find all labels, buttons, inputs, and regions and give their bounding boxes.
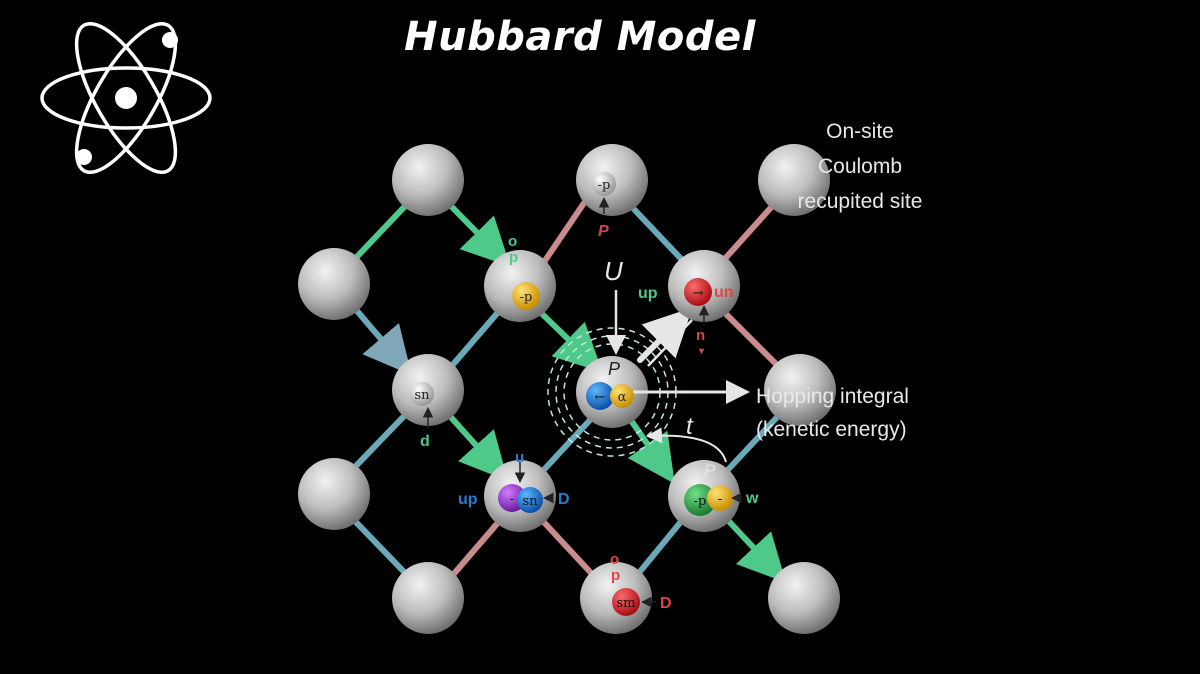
bond [719,200,778,265]
svg-text:U: U [604,256,623,286]
bond [721,513,787,583]
bond [625,413,675,484]
small-labels: P o p up un n ▾ P d u up D P w o p D U t [420,223,759,612]
particle-yellow [707,485,733,511]
svg-text:up: up [638,285,658,302]
particle-white [410,382,434,406]
svg-text:P: P [608,359,620,379]
particle-white [592,172,616,196]
bond [537,417,593,477]
svg-text:up: up [458,491,478,508]
svg-text:P: P [598,223,609,240]
particles: -p -p → sn ← α - sn -p - sm [410,172,733,616]
onsite-coulomb-label: On-site Coulomb recupited site [797,120,923,213]
particle-green [684,484,716,516]
svg-text:p: p [509,249,518,266]
particle-blue [586,382,614,410]
bond [627,202,689,267]
svg-text:sm: sm [617,596,636,611]
site-sphere [768,562,840,634]
svg-text:t: t [686,413,694,440]
bond [349,200,411,265]
svg-text:P: P [704,461,716,480]
bond [635,515,687,577]
svg-text:d: d [420,433,430,450]
site-sphere [392,562,464,634]
svg-text:p: p [611,567,620,584]
bonds [349,200,787,583]
bond [535,307,603,373]
bond [537,515,595,577]
particle-red [684,278,712,306]
bond [719,307,779,367]
site-sphere [392,144,464,216]
page-title: Hubbard Model [404,14,756,60]
particle-blue [517,487,543,513]
particle-yellow [512,282,540,310]
hopping-integral-label: Hopping integral (kenetic energy) [756,385,909,441]
bond [445,411,509,481]
svg-text:w: w [745,490,759,507]
svg-text:α: α [618,390,627,405]
svg-text:←: ← [595,390,606,405]
particle-yellow [610,384,634,408]
t-arrow [646,427,727,463]
svg-text:-: - [510,492,514,507]
svg-text:D: D [558,491,570,508]
svg-text:sn: sn [522,494,538,509]
svg-text:D: D [660,595,672,612]
bond [637,307,693,363]
bond [449,515,505,579]
bond [349,515,411,579]
site-sphere [298,248,370,320]
bond [537,200,587,271]
atom-icon [40,21,212,175]
bond [349,409,411,473]
bond [445,200,511,267]
svg-text:un: un [714,284,734,301]
svg-text:o: o [508,233,517,250]
svg-text:n: n [696,327,705,344]
site-sphere [758,144,830,216]
svg-text:→: → [693,286,704,301]
svg-text:-p: -p [694,494,707,509]
svg-text:u: u [515,449,524,466]
particle-label: -p [598,178,611,193]
site-sphere [298,458,370,530]
site-sphere [764,354,836,426]
svg-text:-: - [718,492,722,507]
bond [721,411,783,477]
svg-text:-p: -p [520,290,533,305]
bond [349,302,412,376]
svg-text:▾: ▾ [698,346,705,357]
svg-text:o: o [610,551,619,568]
bond [447,307,503,371]
svg-text:sn: sn [414,388,430,403]
particle-red [612,588,640,616]
